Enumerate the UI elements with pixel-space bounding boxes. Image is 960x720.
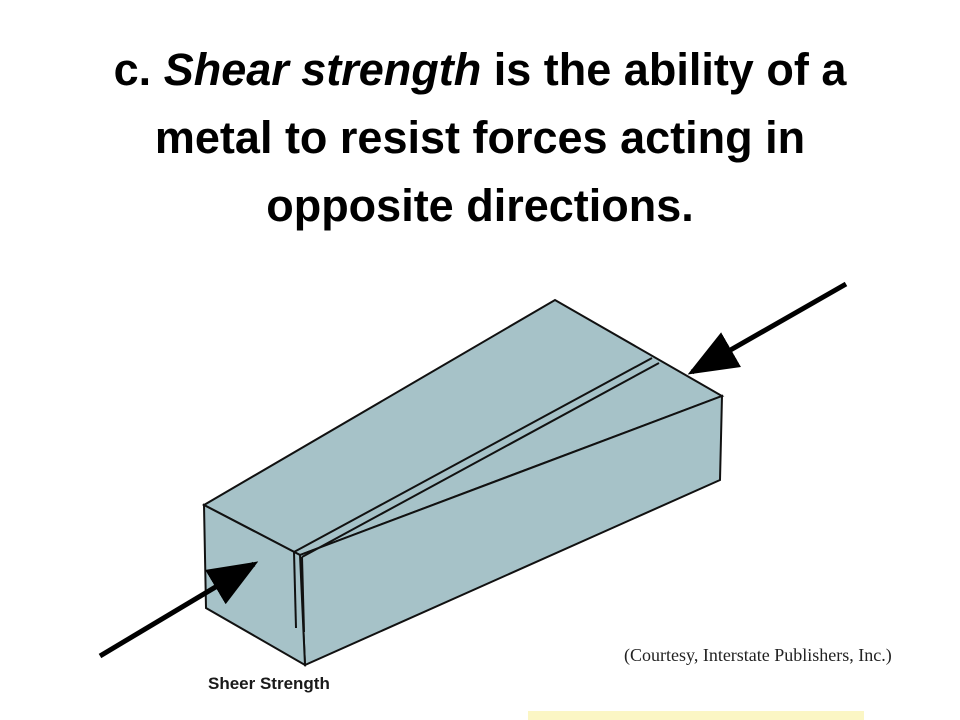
slide-title: c. Shear strength is the ability of a me…: [0, 36, 960, 240]
shear-line-top-b: [301, 362, 660, 558]
title-term: Shear strength: [163, 44, 482, 95]
shear-line-top-a: [293, 357, 653, 553]
title-line3: opposite directions.: [266, 180, 694, 231]
shear-line-edge-b: [301, 556, 305, 633]
figure-caption: Sheer Strength: [208, 674, 330, 693]
shear-line-edge-a: [293, 551, 297, 629]
force-arrow-left: [98, 561, 259, 659]
figure-credit: (Courtesy, Interstate Publishers, Inc.): [624, 645, 892, 665]
title-line2: metal to resist forces acting in: [154, 112, 806, 163]
highlight-strip: [528, 711, 864, 720]
force-arrow-right: [687, 281, 848, 375]
title-prefix: c.: [113, 44, 164, 95]
title-line1-rest: is the ability of a: [481, 44, 847, 95]
